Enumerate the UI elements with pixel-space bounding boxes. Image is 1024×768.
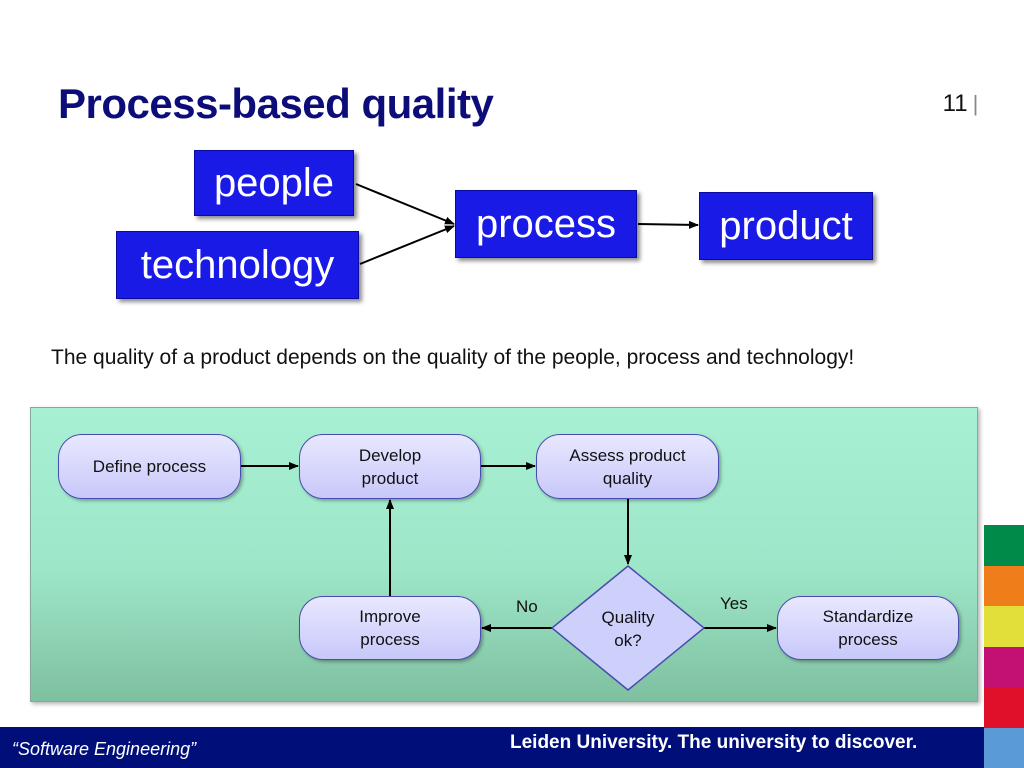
color-strip-white: [984, 0, 1024, 525]
footer-bar: [0, 727, 984, 768]
page-title: Process-based quality: [58, 80, 494, 127]
define-process-node: Define process: [58, 434, 241, 499]
color-strip-green: [984, 525, 1024, 566]
develop-product-node: Develop product: [299, 434, 481, 499]
people-box: people: [194, 150, 354, 216]
arrow-people-to-process: [355, 183, 455, 225]
no-label: No: [516, 597, 538, 616]
footer-university-tagline: Leiden University. The university to dis…: [510, 732, 918, 753]
quality-ok-label: Quality ok?: [601, 608, 655, 650]
color-strip-magenta: [984, 647, 1024, 687]
process-box: process: [455, 190, 637, 258]
standardize-process-node: Standardize process: [777, 596, 959, 660]
description-text: The quality of a product depends on the …: [51, 346, 855, 369]
color-strip-orange: [984, 566, 1024, 606]
quality-diamond: [550, 565, 706, 691]
product-box: product: [699, 192, 873, 260]
arrow-technology-to-process: [359, 225, 455, 265]
technology-box: technology: [116, 231, 359, 299]
page-current: 11: [942, 90, 968, 117]
footer-course-title: “Software Engineering”: [12, 739, 197, 759]
improve-process-node: Improve process: [299, 596, 481, 660]
assess-quality-node: Assess product quality: [536, 434, 719, 499]
color-strip-lightblue: [984, 728, 1024, 768]
color-strip-red: [984, 687, 1024, 728]
arrow-process-to-product: [637, 220, 699, 229]
yes-label: Yes: [720, 594, 748, 613]
color-strip-yellow: [984, 606, 1024, 647]
page-separator: |: [972, 91, 979, 116]
